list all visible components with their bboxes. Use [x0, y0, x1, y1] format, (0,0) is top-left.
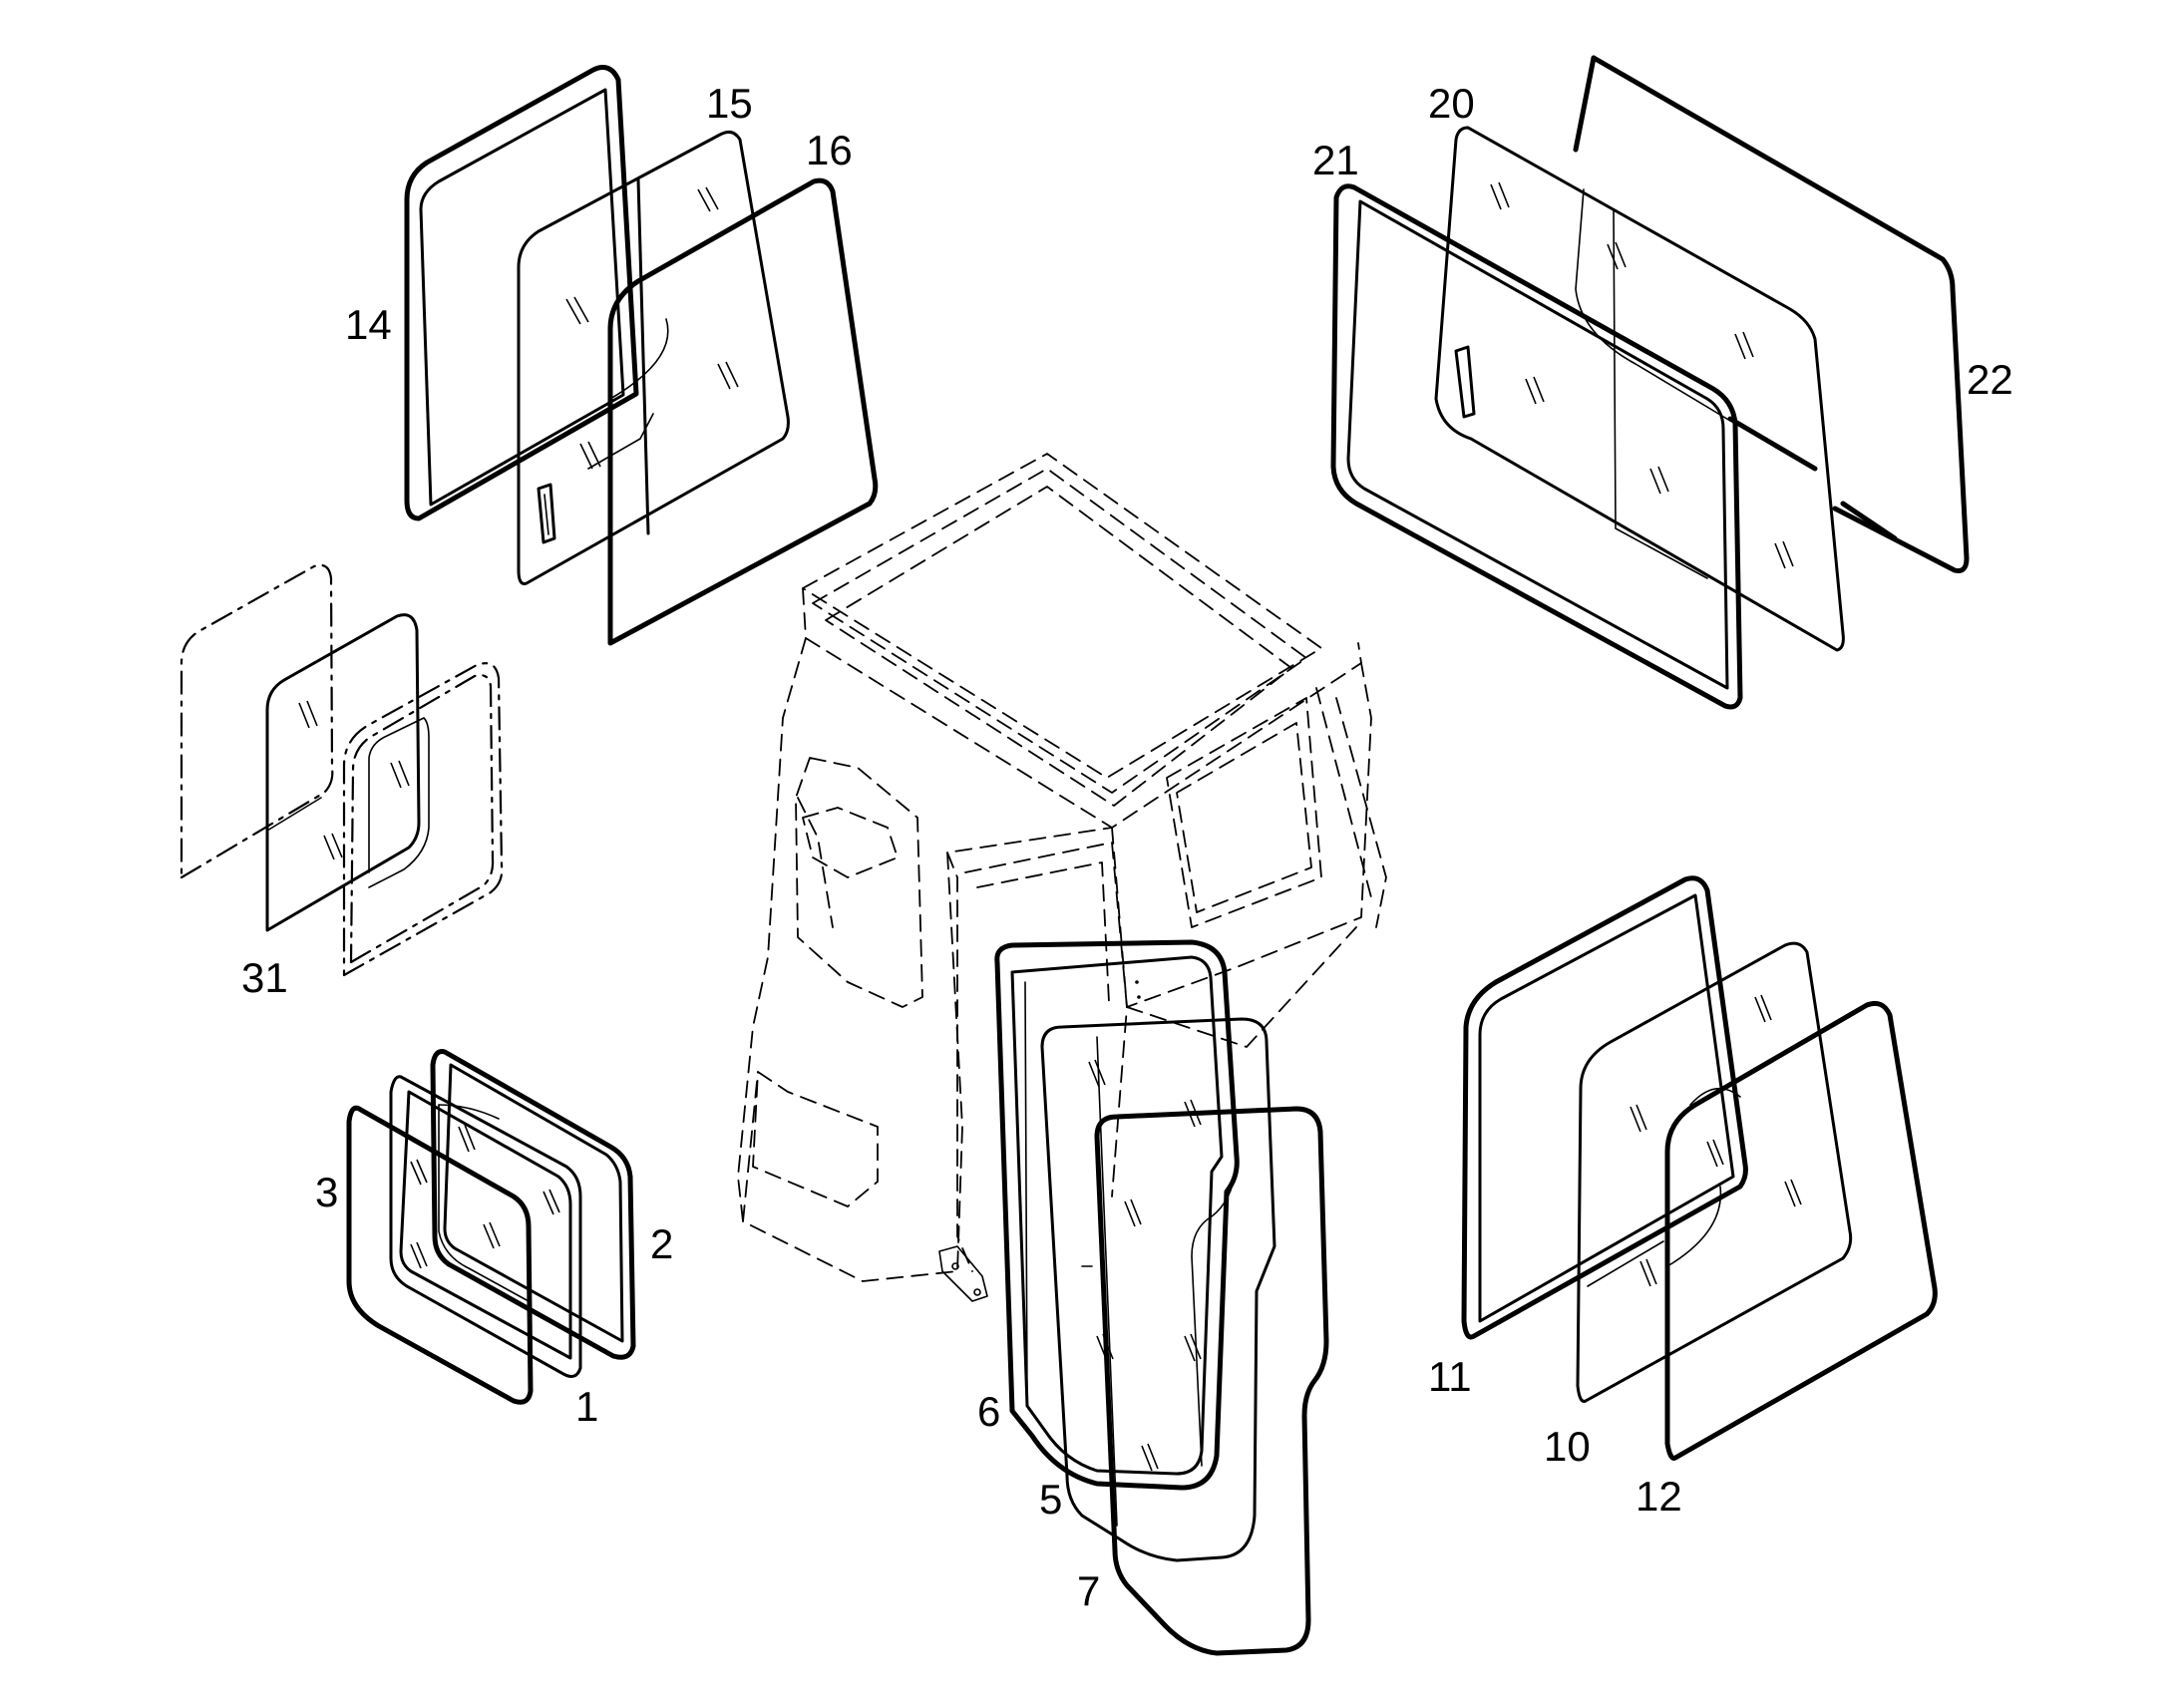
callout-20: 20 [1428, 80, 1475, 127]
glass-20 [1434, 126, 1845, 652]
callout-6: 6 [977, 1388, 1000, 1435]
glass-1 [389, 1075, 582, 1378]
lower-left-window-group [346, 1049, 636, 1405]
callout-11: 11 [1428, 1353, 1472, 1400]
callout-31: 31 [241, 954, 288, 1001]
cab-body-outline [737, 453, 1387, 1302]
upper-left-door-glass-group [404, 65, 879, 646]
callout-1: 1 [575, 1383, 598, 1430]
seal-6 [994, 939, 1240, 1491]
callout-21: 21 [1312, 137, 1359, 183]
callout-15: 15 [706, 80, 753, 127]
seal-2 [430, 1049, 636, 1360]
callout-10: 10 [1544, 1423, 1591, 1470]
callout-5: 5 [1039, 1476, 1062, 1523]
left-side-window-group-31 [180, 563, 504, 977]
seal-14 [404, 65, 639, 521]
upper-right-windshield-group [1330, 55, 1970, 710]
glass-hatch-marks [565, 186, 739, 470]
callout-7: 7 [1077, 1567, 1100, 1614]
glass-10 [1576, 941, 1853, 1403]
seal-21 [1330, 183, 1743, 710]
seal-11 [1461, 875, 1748, 1340]
glass-12 [1664, 1000, 1938, 1461]
glass-5 [1040, 1017, 1276, 1562]
callout-16: 16 [806, 127, 853, 173]
glass-3 [346, 1105, 534, 1405]
callout-labels: 1 2 3 5 6 7 10 11 12 14 15 16 20 21 22 3… [241, 80, 2013, 1614]
callout-12: 12 [1635, 1473, 1682, 1520]
callout-3: 3 [315, 1169, 338, 1215]
glass-16 [607, 177, 879, 646]
callout-22: 22 [1967, 356, 2013, 403]
callout-2: 2 [650, 1220, 673, 1267]
callout-14: 14 [345, 301, 392, 348]
glass-7 [1094, 1106, 1329, 1656]
glass-15 [517, 130, 790, 585]
lower-right-door-glass-group [1461, 875, 1938, 1461]
center-door-glass-group [994, 939, 1329, 1656]
glass-22 [1591, 55, 1970, 573]
